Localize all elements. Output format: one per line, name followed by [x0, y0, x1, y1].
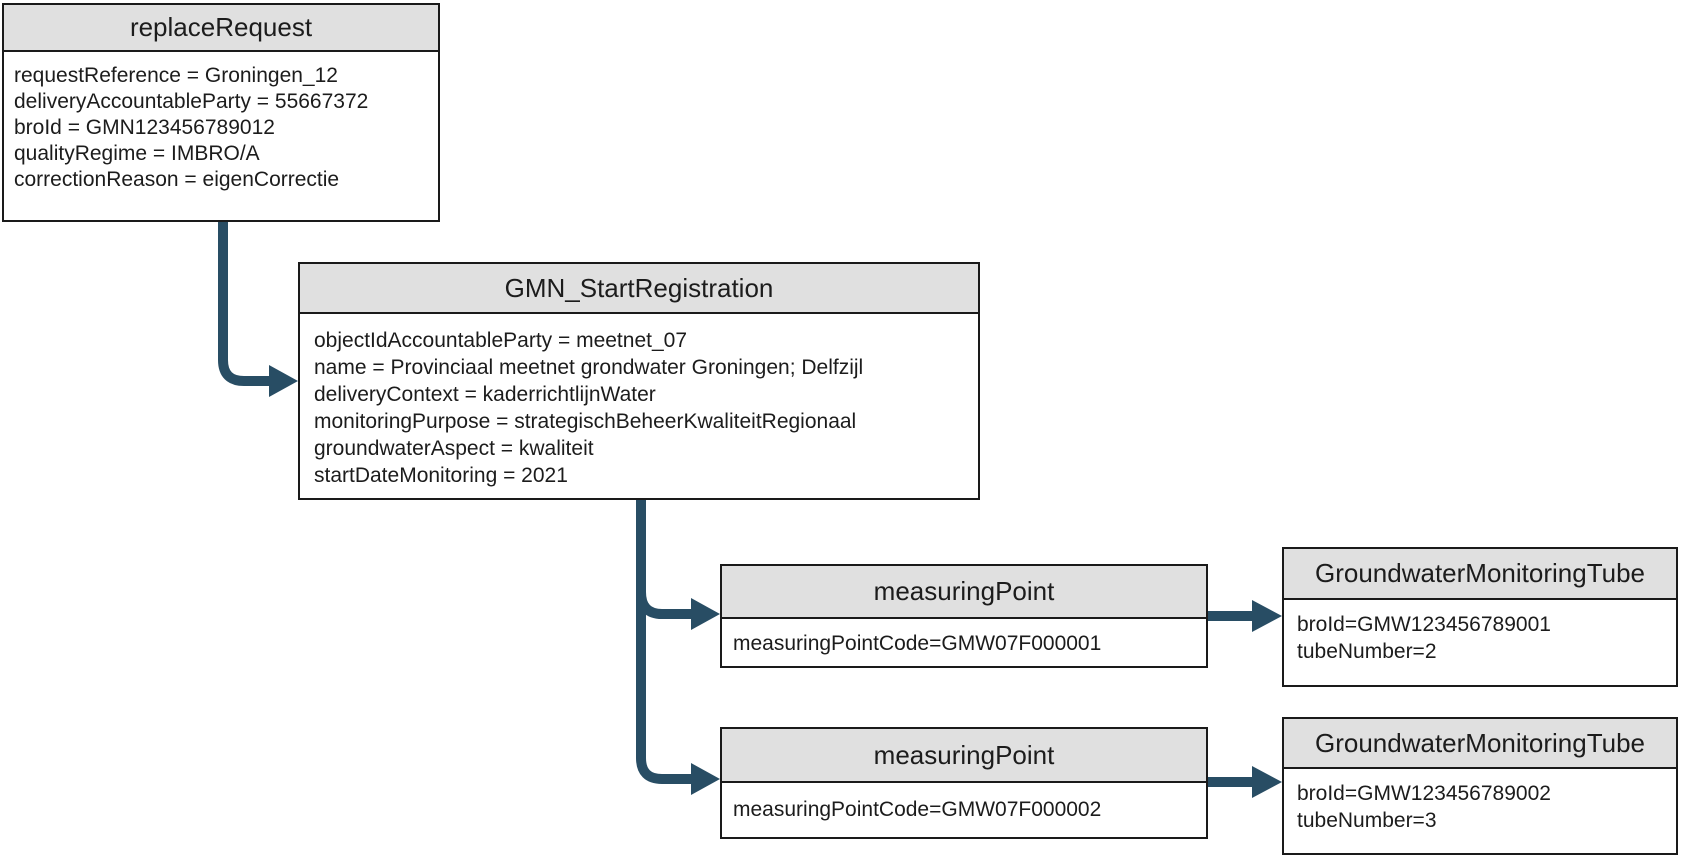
node-groundwater-monitoring-tube-2-title: GroundwaterMonitoringTube — [1284, 719, 1676, 769]
attribute-delivery-accountable-party: deliveryAccountableParty = 55667372 — [14, 90, 369, 113]
node-replace-request-title: replaceRequest — [4, 5, 438, 52]
attribute-tube1-tube-number: tubeNumber=2 — [1297, 640, 1437, 663]
node-groundwater-monitoring-tube-1: GroundwaterMonitoringTube broId=GMW12345… — [1282, 547, 1678, 687]
node-replace-request: replaceRequest requestReference = Gronin… — [2, 3, 440, 222]
node-groundwater-monitoring-tube-1-attributes: broId=GMW123456789001 tubeNumber=2 — [1284, 600, 1676, 676]
attribute-monitoring-purpose: monitoringPurpose = strategischBeheerKwa… — [314, 410, 857, 433]
node-measuring-point-1-attributes: measuringPointCode=GMW07F000001 — [722, 619, 1206, 669]
attribute-tube2-tube-number: tubeNumber=3 — [1297, 809, 1437, 832]
node-groundwater-monitoring-tube-2: GroundwaterMonitoringTube broId=GMW12345… — [1282, 717, 1678, 855]
attribute-tube1-bro-id: broId=GMW123456789001 — [1297, 613, 1551, 636]
attribute-groundwater-aspect: groundwaterAspect = kwaliteit — [314, 437, 594, 460]
attribute-delivery-context: deliveryContext = kaderrichtlijnWater — [314, 383, 656, 406]
connector-measuringpoint2-to-tube2 — [1208, 766, 1282, 798]
attribute-request-reference: requestReference = Groningen_12 — [14, 64, 338, 87]
node-replace-request-attributes: requestReference = Groningen_12 delivery… — [4, 52, 438, 204]
connector-gmn-to-measuringpoints — [636, 500, 720, 795]
node-gmn-start-registration: GMN_StartRegistration objectIdAccountabl… — [298, 262, 980, 500]
node-measuring-point-1: measuringPoint measuringPointCode=GMW07F… — [720, 564, 1208, 668]
connector-measuringpoint1-to-tube1 — [1208, 600, 1282, 632]
node-measuring-point-1-title: measuringPoint — [722, 566, 1206, 619]
node-measuring-point-2-title: measuringPoint — [722, 729, 1206, 783]
node-gmn-start-registration-title: GMN_StartRegistration — [300, 264, 978, 314]
connector-replacerequest-to-gmn — [218, 222, 298, 397]
node-gmn-start-registration-attributes: objectIdAccountableParty = meetnet_07 na… — [300, 314, 978, 502]
attribute-bro-id: broId = GMN123456789012 — [14, 116, 275, 139]
attribute-measuring-point-code-2: measuringPointCode=GMW07F000002 — [733, 798, 1102, 821]
node-groundwater-monitoring-tube-1-title: GroundwaterMonitoringTube — [1284, 549, 1676, 600]
node-measuring-point-2: measuringPoint measuringPointCode=GMW07F… — [720, 727, 1208, 839]
node-groundwater-monitoring-tube-2-attributes: broId=GMW123456789002 tubeNumber=3 — [1284, 769, 1676, 845]
attribute-start-date-monitoring: startDateMonitoring = 2021 — [314, 464, 568, 487]
attribute-measuring-point-code-1: measuringPointCode=GMW07F000001 — [733, 632, 1102, 655]
attribute-name: name = Provinciaal meetnet grondwater Gr… — [314, 356, 864, 379]
attribute-correction-reason: correctionReason = eigenCorrectie — [14, 168, 340, 191]
attribute-quality-regime: qualityRegime = IMBRO/A — [14, 142, 260, 165]
node-measuring-point-2-attributes: measuringPointCode=GMW07F000002 — [722, 783, 1206, 837]
attribute-object-id-accountable-party: objectIdAccountableParty = meetnet_07 — [314, 329, 687, 352]
attribute-tube2-bro-id: broId=GMW123456789002 — [1297, 782, 1551, 805]
